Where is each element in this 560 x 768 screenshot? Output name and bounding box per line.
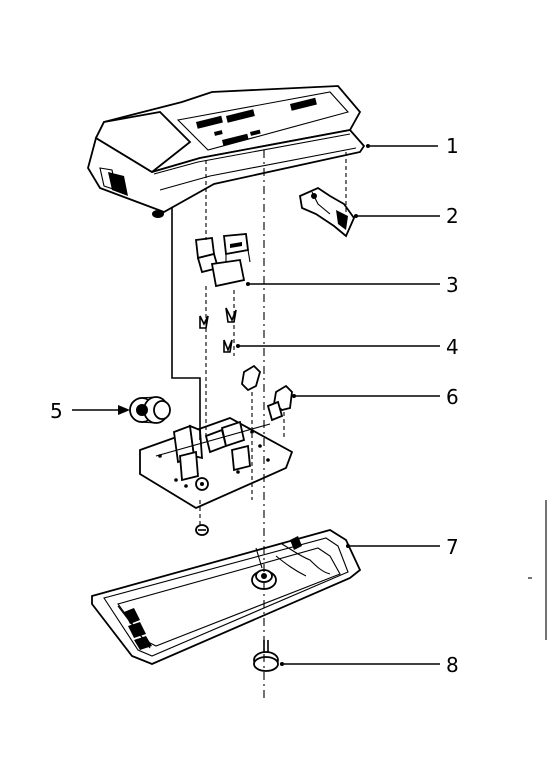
bottom-case xyxy=(91,529,362,665)
switch-buttons xyxy=(195,233,251,288)
callout-1: 1 xyxy=(366,134,459,158)
callout-label-6: 6 xyxy=(446,385,459,409)
callout-4: 4 xyxy=(236,335,459,359)
callout-8: 8 xyxy=(280,653,459,677)
battery-clip xyxy=(298,186,356,238)
contact-springs xyxy=(199,307,237,353)
mounting-brackets xyxy=(241,364,293,422)
callout-label-5: 5 xyxy=(50,399,63,423)
callout-label-3: 3 xyxy=(446,273,459,297)
callout-label-8: 8 xyxy=(446,653,459,677)
callout-label-7: 7 xyxy=(446,535,459,559)
rotary-knob xyxy=(129,396,171,424)
callout-3: 3 xyxy=(246,273,459,297)
callout-6: 6 xyxy=(292,385,459,409)
callout-label-1: 1 xyxy=(446,134,459,158)
board-screw xyxy=(195,524,209,536)
circuit-board xyxy=(139,417,294,510)
callout-2: 2 xyxy=(354,204,459,228)
callout-7: 7 xyxy=(346,535,459,559)
callout-label-2: 2 xyxy=(446,204,459,228)
callout-label-4: 4 xyxy=(446,335,459,359)
foot-screw xyxy=(253,640,279,672)
callout-5: 5 xyxy=(50,399,130,423)
scan-edge-marks xyxy=(528,500,547,640)
top-housing xyxy=(87,85,366,218)
assembly-guide-lines xyxy=(171,150,347,700)
